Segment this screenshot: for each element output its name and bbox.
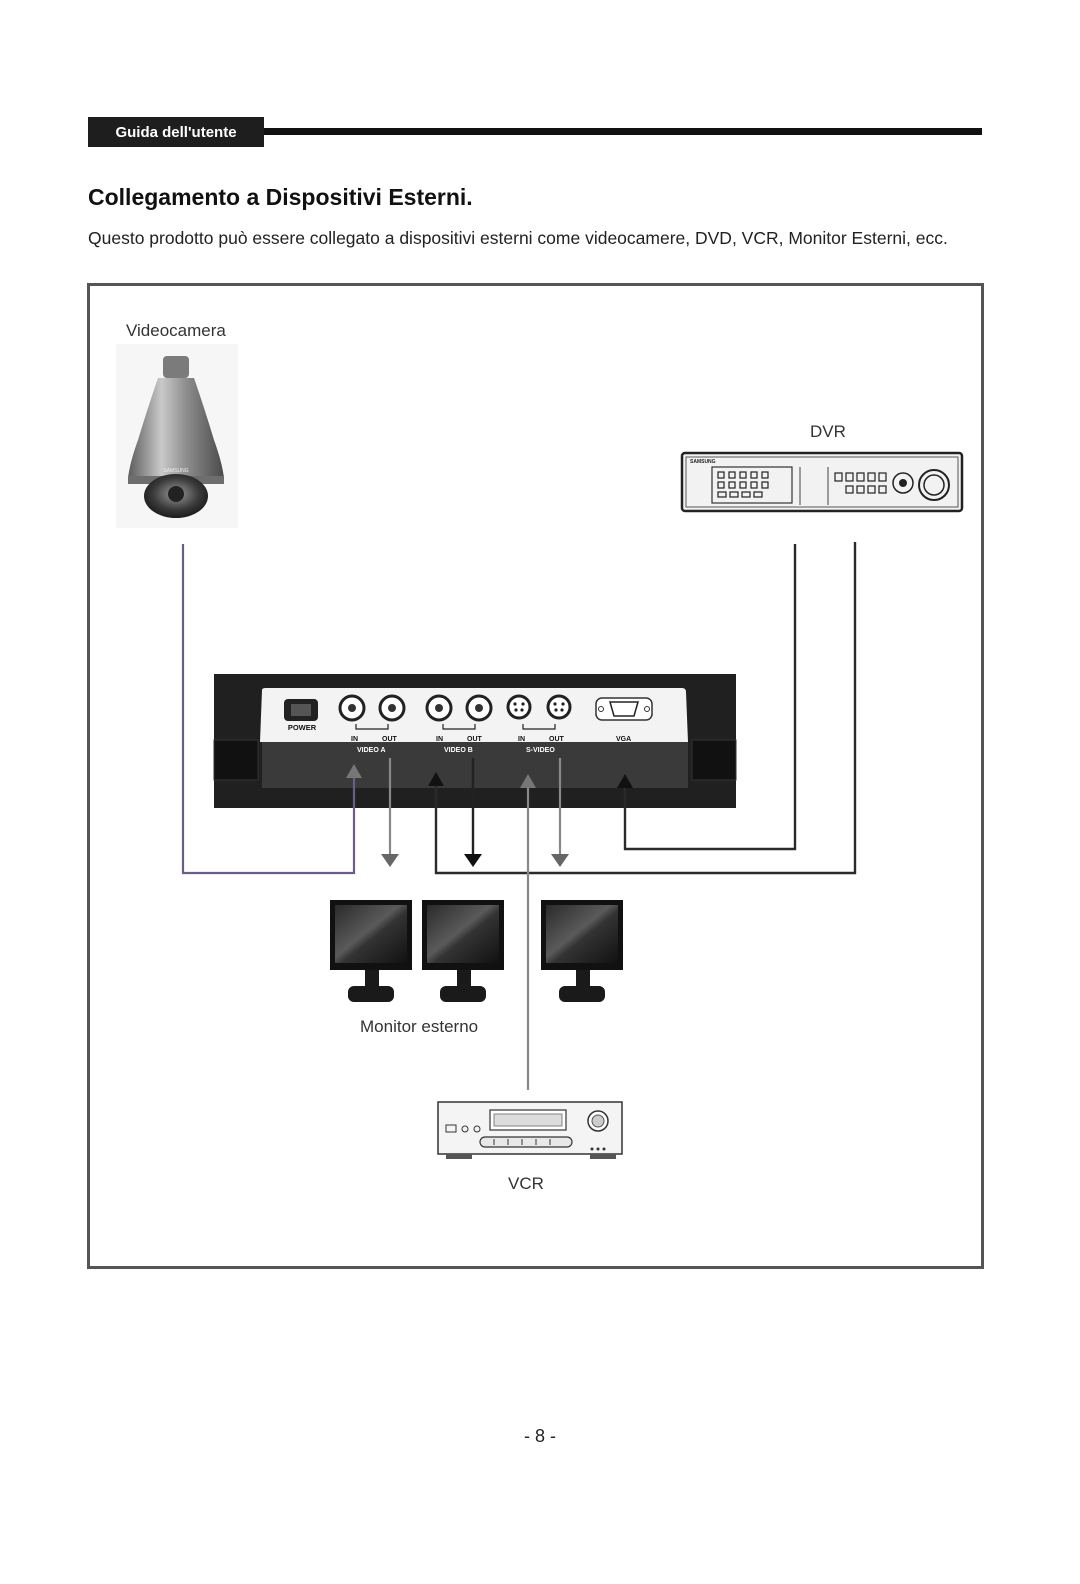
s-video-label: S-VIDEO	[526, 747, 555, 754]
vcr-label: VCR	[508, 1174, 544, 1193]
s-video-out-arrow	[551, 854, 569, 867]
monitor-3	[541, 900, 623, 1002]
monitor-2	[422, 900, 504, 1002]
camera-brand: SAMSUNG	[163, 468, 188, 474]
vga-label: VGA	[616, 736, 631, 743]
video-a-out-arrow	[381, 854, 399, 867]
dvr-cable-2	[623, 544, 797, 851]
vcr-image	[437, 1101, 623, 1159]
section-title: Collegamento a Dispositivi Esterni.	[88, 184, 473, 210]
video-b-label: VIDEO B	[444, 747, 473, 754]
header-tab: Guida dell'utente	[88, 117, 264, 147]
vga-in-arrow	[617, 774, 633, 788]
camera-label: Videocamera	[126, 321, 226, 340]
monitor-1	[330, 900, 412, 1002]
power-label: POWER	[288, 723, 317, 732]
dvr-image: SAMSUNG	[680, 451, 964, 513]
in-label-a: IN	[351, 736, 358, 743]
video-b-out-arrow	[464, 854, 482, 867]
header-rule	[264, 128, 982, 135]
in-label-b: IN	[436, 736, 443, 743]
rear-panel: POWER IN OUT IN OUT IN	[213, 674, 737, 808]
video-b-in-arrow	[428, 772, 444, 786]
dvr-brand: SAMSUNG	[690, 459, 716, 465]
out-label-b: OUT	[467, 736, 483, 743]
camera-cable	[181, 544, 356, 875]
diagram-frame	[87, 283, 984, 1269]
dvr-cable-1	[434, 542, 857, 875]
out-label-s: OUT	[549, 736, 565, 743]
video-a-in-arrow	[346, 764, 362, 778]
out-label-a: OUT	[382, 736, 398, 743]
camera-image: SAMSUNG	[116, 344, 238, 528]
in-label-s: IN	[518, 736, 525, 743]
intro-paragraph: Questo prodotto può essere collegato a d…	[88, 228, 948, 248]
s-video-in-arrow	[520, 774, 536, 788]
page-number: - 8 -	[523, 1426, 556, 1446]
monitor-label: Monitor esterno	[360, 1017, 478, 1036]
video-a-label: VIDEO A	[357, 747, 386, 754]
dvr-label: DVR	[810, 422, 846, 441]
